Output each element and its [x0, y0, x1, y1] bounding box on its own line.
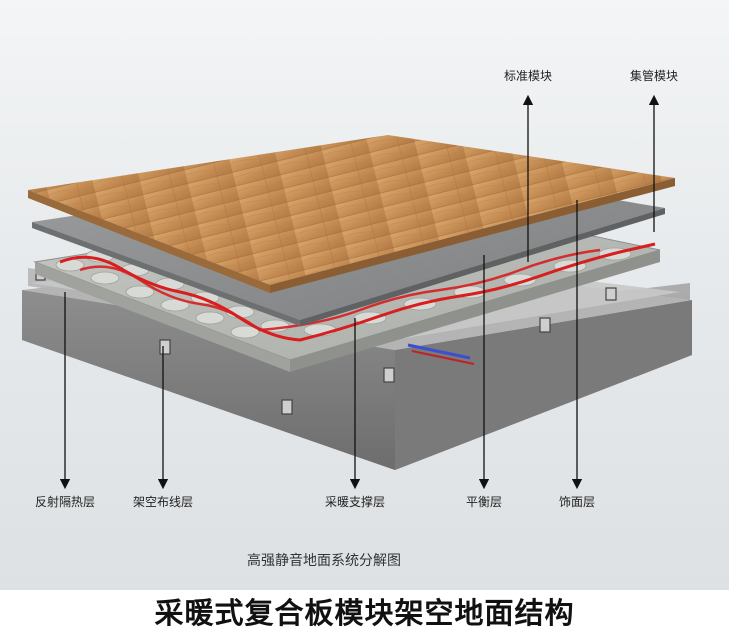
diagram-caption: 高强静音地面系统分解图	[247, 552, 401, 569]
arrows-up	[522, 94, 660, 262]
service-pipes	[407, 343, 475, 365]
label-reflective-insulation: 反射隔热层	[35, 494, 95, 509]
wood-finish-board	[28, 135, 675, 293]
label-leveling: 平衡层	[466, 495, 502, 509]
label-finish: 饰面层	[559, 495, 595, 509]
arrows-down	[59, 200, 583, 490]
label-raised-wiring: 架空布线层	[133, 495, 193, 509]
label-standard-module: 标准模块	[504, 69, 552, 83]
page-title: 采暖式复合板模块架空地面结构	[154, 596, 575, 630]
diagram-stage: 标准模块 集管模块 反射隔热层 架空布线层 采暖支撑层 平衡层 饰面层 高强静音…	[0, 0, 729, 590]
exploded-floor-diagram: 标准模块 集管模块 反射隔热层 架空布线层 采暖支撑层 平衡层 饰面层 高强静音…	[22, 68, 692, 569]
label-heating-support: 采暖支撑层	[325, 494, 385, 509]
heating-pipe	[59, 242, 656, 342]
label-manifold-module: 集管模块	[630, 68, 678, 83]
